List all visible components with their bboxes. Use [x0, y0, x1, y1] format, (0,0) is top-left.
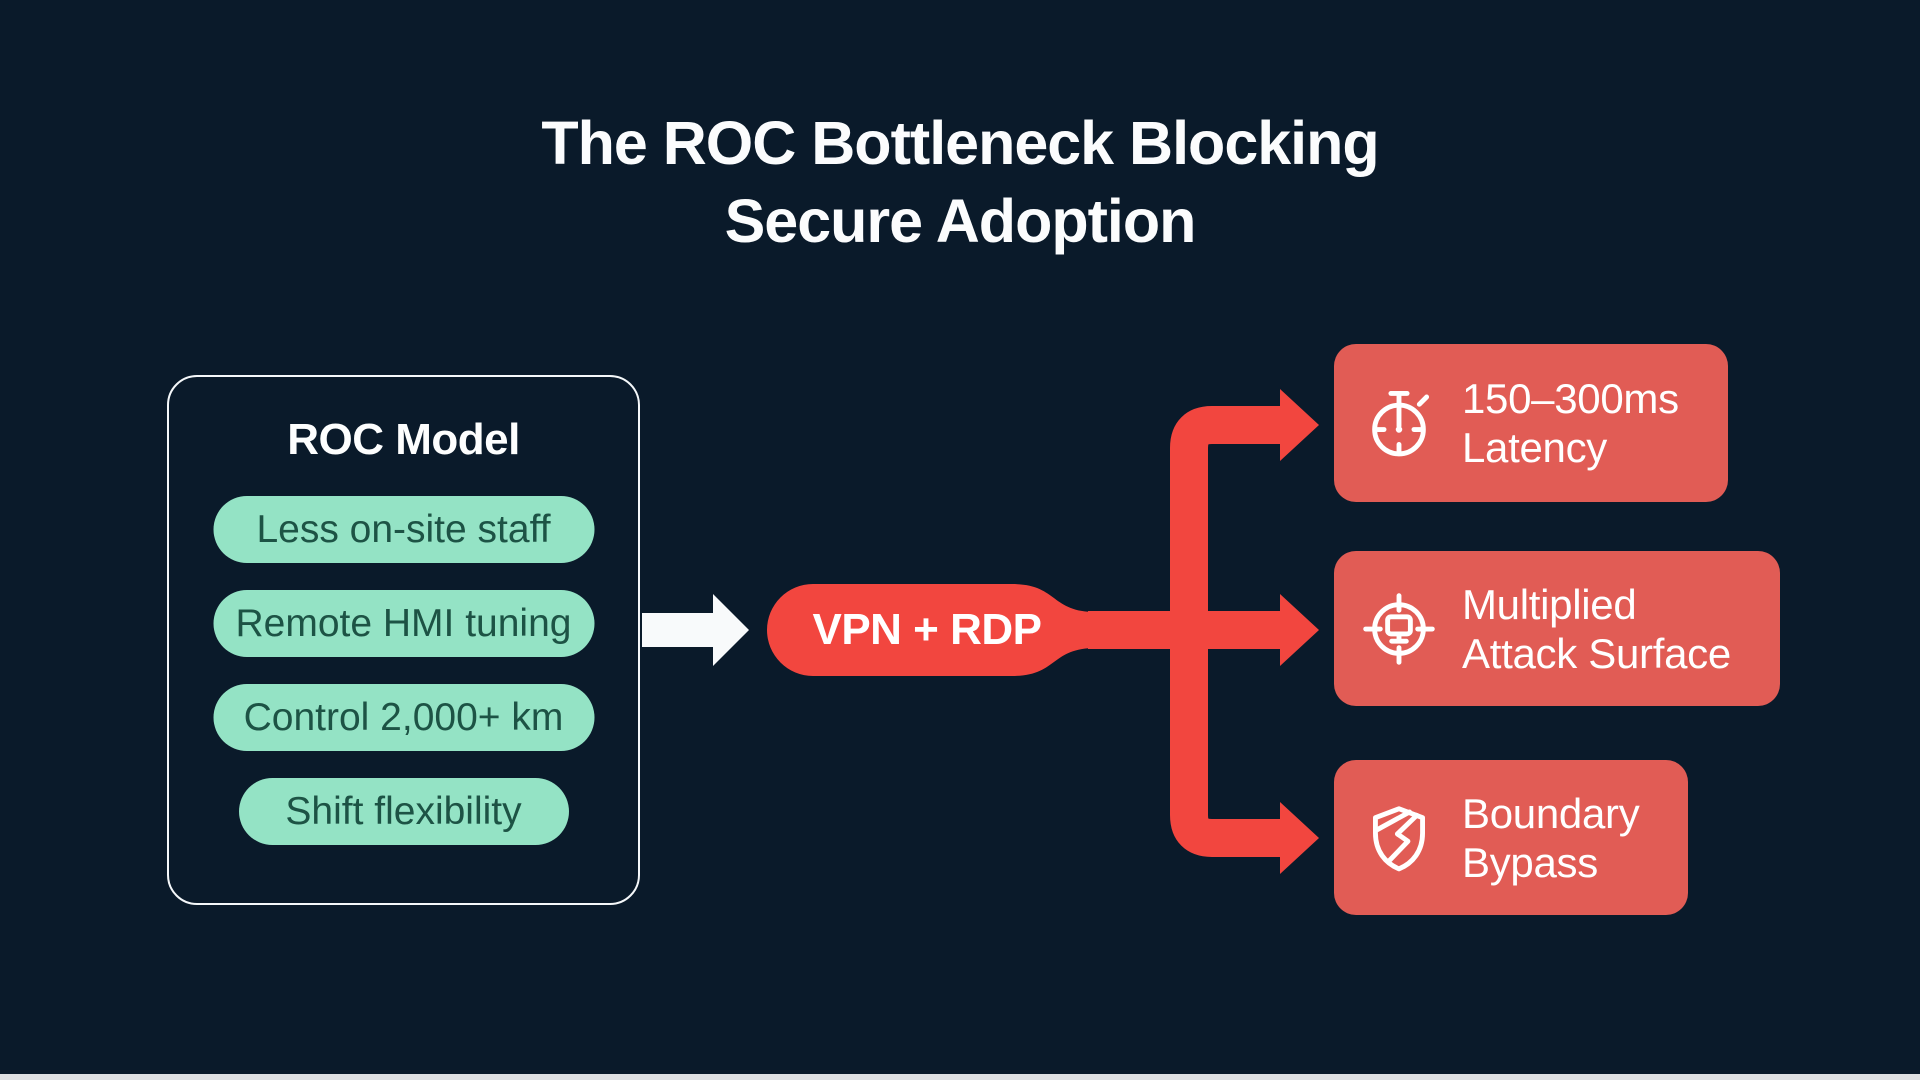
white-arrow-icon: [642, 594, 749, 666]
vpn-node-shape: [767, 584, 1174, 676]
broken-shield-icon: [1360, 799, 1438, 877]
vpn-rdp-node-label: VPN + RDP: [812, 605, 1042, 654]
arrowhead-middle: [1280, 594, 1319, 666]
outcome-label: Multiplied Attack Surface: [1462, 580, 1731, 678]
page-title-line1: The ROC Bottleneck Blocking: [541, 109, 1379, 177]
outcome-label: 150–300ms Latency: [1462, 374, 1679, 472]
outcome-label-line2: Latency: [1462, 424, 1608, 471]
outcome-label-line1: Multiplied: [1462, 580, 1637, 628]
roc-pill: Less on-site staff: [213, 496, 594, 563]
arrowhead-bottom: [1280, 802, 1319, 874]
page-title: The ROC Bottleneck Blocking Secure Adopt…: [0, 104, 1920, 260]
roc-model-header: ROC Model: [287, 415, 520, 464]
outcome-box-attack-surface: Multiplied Attack Surface: [1334, 551, 1780, 706]
outcome-label-line2: Attack Surface: [1462, 629, 1731, 677]
outcome-label-line1: Boundary: [1462, 789, 1640, 837]
roc-pill: Control 2,000+ km: [213, 684, 594, 751]
stopwatch-icon: [1360, 384, 1438, 462]
arrowhead-top: [1280, 389, 1319, 461]
roc-pill: Remote HMI tuning: [213, 590, 594, 657]
outcome-label-line1: 150–300ms: [1462, 375, 1679, 422]
roc-model-box: ROC Model Less on-site staff Remote HMI …: [167, 375, 640, 905]
outcome-label-line2: Bypass: [1462, 838, 1598, 886]
bottom-edge-strip: [0, 1074, 1920, 1080]
crosshair-target-icon: [1360, 590, 1438, 668]
outcome-box-latency: 150–300ms Latency: [1334, 344, 1728, 502]
outcome-label: Boundary Bypass: [1462, 789, 1640, 887]
roc-pill: Shift flexibility: [238, 778, 569, 845]
page-title-line2: Secure Adoption: [724, 187, 1197, 255]
outcome-box-boundary-bypass: Boundary Bypass: [1334, 760, 1688, 915]
